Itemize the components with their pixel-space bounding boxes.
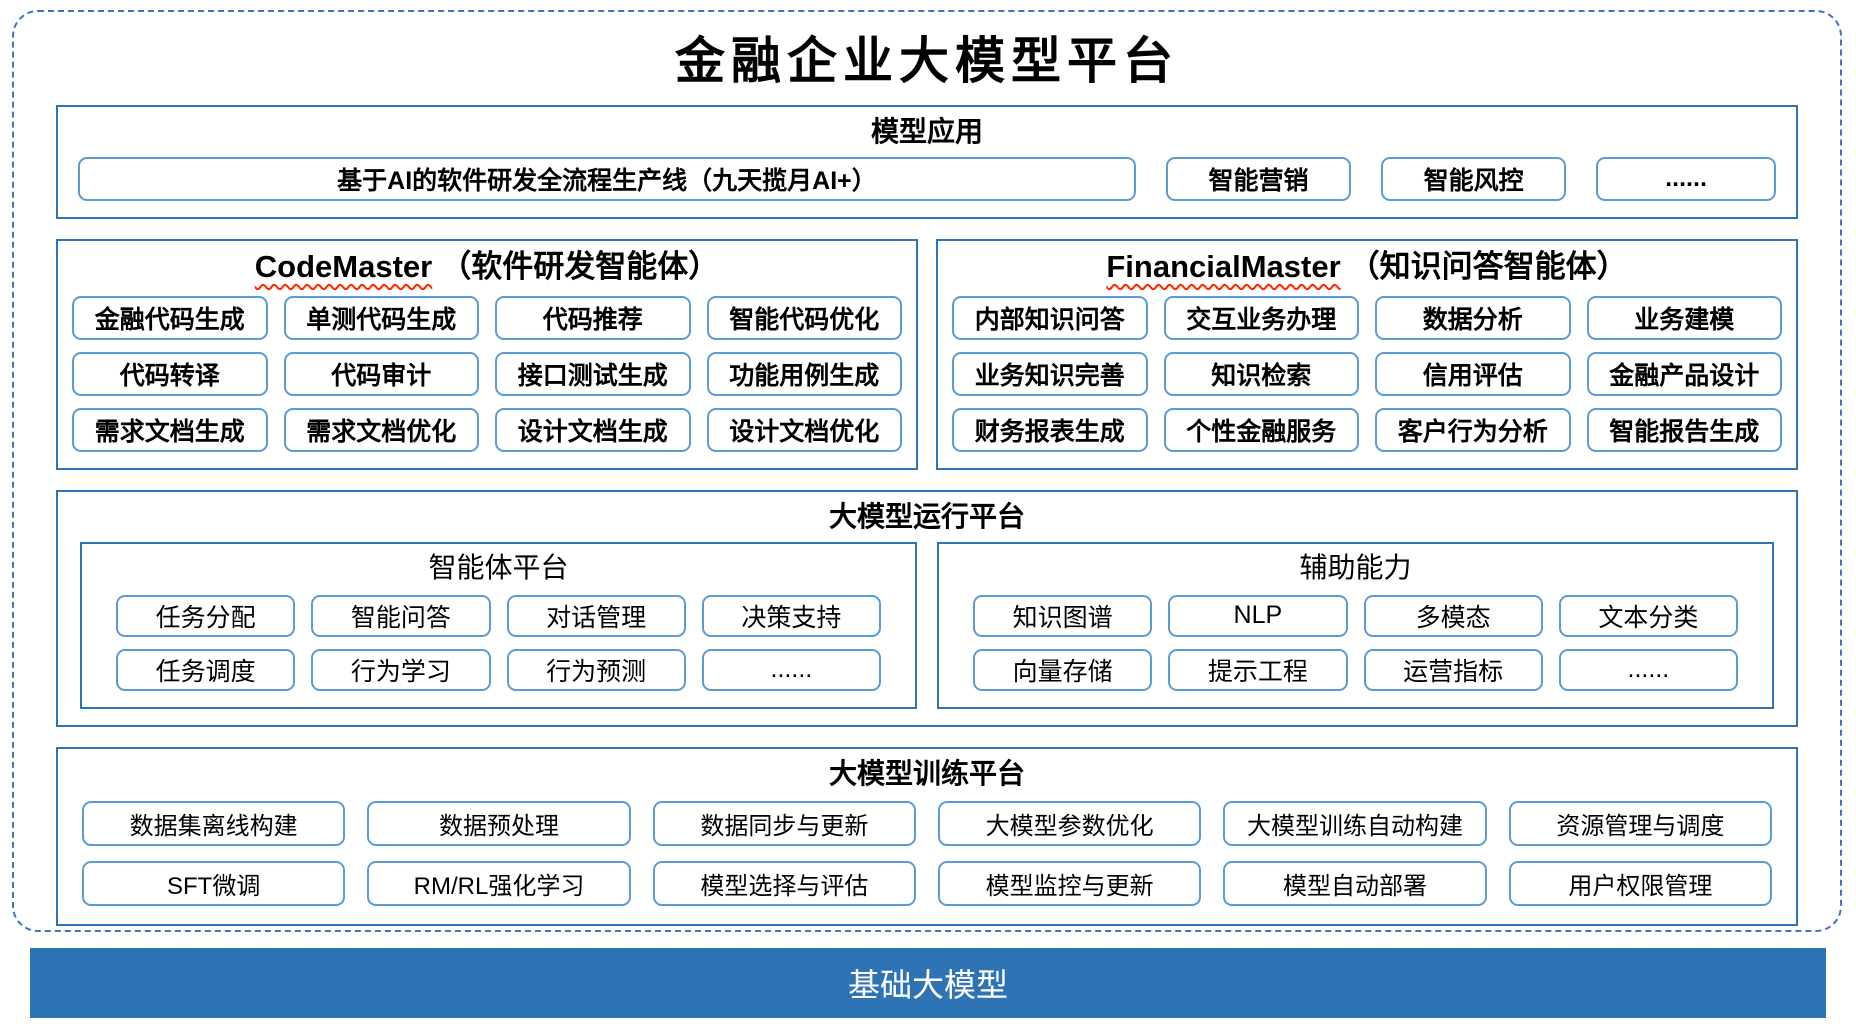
agent-platform-item: ...... bbox=[701, 648, 881, 691]
training-platform-item: 模型监控与更新 bbox=[938, 860, 1202, 906]
codemaster-item: 单测代码生成 bbox=[283, 295, 479, 340]
codemaster-item: 功能用例生成 bbox=[706, 351, 902, 396]
financialmaster-title: FinancialMaster（知识问答智能体） bbox=[952, 247, 1782, 287]
codemaster-item: 需求文档优化 bbox=[283, 407, 479, 452]
auxiliary-capability-item: 文本分类 bbox=[1558, 594, 1738, 637]
codemaster-subtitle: （软件研发智能体） bbox=[440, 248, 720, 284]
section-runtime-platform: 大模型运行平台 智能体平台 任务分配智能问答对话管理决策支持任务调度行为学习行为… bbox=[56, 489, 1798, 727]
section-training-platform: 大模型训练平台 数据集离线构建数据预处理数据同步与更新大模型参数优化大模型训练自… bbox=[56, 746, 1798, 926]
application-item: 智能营销 bbox=[1165, 156, 1352, 201]
codemaster-item: 代码推荐 bbox=[495, 295, 691, 340]
codemaster-item: 设计文档生成 bbox=[495, 407, 691, 452]
training-platform-item: 模型自动部署 bbox=[1223, 860, 1487, 906]
codemaster-item: 代码审计 bbox=[283, 351, 479, 396]
financialmaster-item: 业务知识完善 bbox=[952, 351, 1148, 396]
codemaster-items: 金融代码生成单测代码生成代码推荐智能代码优化代码转译代码审计接口测试生成功能用例… bbox=[72, 295, 902, 452]
training-platform-item: 大模型训练自动构建 bbox=[1223, 800, 1487, 846]
auxiliary-capability-item: NLP bbox=[1168, 594, 1348, 637]
training-platform-item: 数据集离线构建 bbox=[82, 800, 346, 846]
section-financialmaster: FinancialMaster（知识问答智能体） 内部知识问答交互业务办理数据分… bbox=[936, 238, 1798, 470]
model-applications-items: 基于AI的软件研发全流程生产线（九天揽月AI+） 智能营销智能风控...... bbox=[78, 156, 1776, 201]
financialmaster-name: FinancialMaster bbox=[1106, 248, 1341, 284]
auxiliary-capability-item: 知识图谱 bbox=[973, 594, 1153, 637]
auxiliary-capability-item: 运营指标 bbox=[1363, 648, 1543, 691]
auxiliary-capability-item: ...... bbox=[1558, 648, 1738, 691]
training-platform-item: 数据预处理 bbox=[367, 800, 631, 846]
financialmaster-items: 内部知识问答交互业务办理数据分析业务建模业务知识完善知识检索信用评估金融产品设计… bbox=[952, 295, 1782, 452]
codemaster-item: 设计文档优化 bbox=[706, 407, 902, 452]
training-platform-item: SFT微调 bbox=[82, 860, 346, 906]
agent-platform-item: 行为学习 bbox=[311, 648, 491, 691]
training-platform-item: 资源管理与调度 bbox=[1508, 800, 1772, 846]
agent-platform-item: 对话管理 bbox=[506, 594, 686, 637]
agent-platform-title: 智能体平台 bbox=[428, 551, 569, 583]
financialmaster-item: 信用评估 bbox=[1375, 351, 1571, 396]
section-codemaster: CodeMaster（软件研发智能体） 金融代码生成单测代码生成代码推荐智能代码… bbox=[56, 238, 918, 470]
financialmaster-item: 金融产品设计 bbox=[1586, 351, 1782, 396]
foundation-model-label: 基础大模型 bbox=[847, 967, 1008, 1003]
agents-row: CodeMaster（软件研发智能体） 金融代码生成单测代码生成代码推荐智能代码… bbox=[56, 238, 1798, 470]
financialmaster-item: 内部知识问答 bbox=[952, 295, 1148, 340]
financialmaster-item: 个性金融服务 bbox=[1163, 407, 1359, 452]
codemaster-item: 智能代码优化 bbox=[706, 295, 902, 340]
agent-platform-item: 智能问答 bbox=[311, 594, 491, 637]
training-platform-item: 大模型参数优化 bbox=[938, 800, 1202, 846]
auxiliary-capability-item: 提示工程 bbox=[1168, 648, 1348, 691]
agent-platform-item: 任务调度 bbox=[116, 648, 296, 691]
platform-outer-frame: 金融企业大模型平台 模型应用 基于AI的软件研发全流程生产线（九天揽月AI+） 智… bbox=[12, 10, 1842, 932]
financialmaster-item: 业务建模 bbox=[1586, 295, 1782, 340]
financialmaster-item: 交互业务办理 bbox=[1163, 295, 1359, 340]
training-platform-items: 数据集离线构建数据预处理数据同步与更新大模型参数优化大模型训练自动构建资源管理与… bbox=[82, 800, 1772, 906]
agent-platform-box: 智能体平台 任务分配智能问答对话管理决策支持任务调度行为学习行为预测...... bbox=[80, 541, 917, 709]
financialmaster-item: 数据分析 bbox=[1375, 295, 1571, 340]
codemaster-item: 接口测试生成 bbox=[495, 351, 691, 396]
application-item: 基于AI的软件研发全流程生产线（九天揽月AI+） bbox=[78, 156, 1136, 201]
training-platform-item: 用户权限管理 bbox=[1508, 860, 1772, 906]
auxiliary-capability-box: 辅助能力 知识图谱 NLP 多模态文本分类向量存储提示工程运营指标...... bbox=[937, 541, 1774, 709]
financialmaster-item: 知识检索 bbox=[1163, 351, 1359, 396]
financialmaster-item: 智能报告生成 bbox=[1586, 407, 1782, 452]
runtime-platform-title: 大模型运行平台 bbox=[828, 500, 1025, 532]
financialmaster-item: 客户行为分析 bbox=[1375, 407, 1571, 452]
section-model-applications: 模型应用 基于AI的软件研发全流程生产线（九天揽月AI+） 智能营销智能风控...… bbox=[56, 104, 1798, 219]
agent-platform-item: 任务分配 bbox=[116, 594, 296, 637]
financialmaster-subtitle: （知识问答智能体） bbox=[1348, 248, 1628, 284]
codemaster-name: CodeMaster bbox=[254, 248, 433, 284]
model-applications-title: 模型应用 bbox=[870, 115, 983, 147]
auxiliary-capability-item: 向量存储 bbox=[973, 648, 1153, 691]
auxiliary-capability-title: 辅助能力 bbox=[1299, 551, 1412, 583]
page-title: 金融企业大模型平台 bbox=[675, 31, 1179, 90]
application-item: ...... bbox=[1596, 156, 1776, 201]
agent-platform-item: 决策支持 bbox=[701, 594, 881, 637]
codemaster-item: 金融代码生成 bbox=[72, 295, 268, 340]
training-platform-item: 数据同步与更新 bbox=[652, 800, 916, 846]
financialmaster-item: 财务报表生成 bbox=[952, 407, 1148, 452]
runtime-row: 智能体平台 任务分配智能问答对话管理决策支持任务调度行为学习行为预测......… bbox=[80, 541, 1774, 709]
training-platform-title: 大模型训练平台 bbox=[828, 757, 1025, 789]
codemaster-item: 代码转译 bbox=[72, 351, 268, 396]
agent-platform-items: 任务分配智能问答对话管理决策支持任务调度行为学习行为预测...... bbox=[116, 594, 881, 691]
codemaster-title: CodeMaster（软件研发智能体） bbox=[72, 247, 902, 287]
training-platform-item: RM/RL强化学习 bbox=[367, 860, 631, 906]
application-item: 智能风控 bbox=[1381, 156, 1567, 201]
foundation-model-bar: 基础大模型 bbox=[30, 948, 1826, 1018]
codemaster-item: 需求文档生成 bbox=[72, 407, 268, 452]
agent-platform-item: 行为预测 bbox=[506, 648, 686, 691]
auxiliary-capability-item: 多模态 bbox=[1363, 594, 1543, 637]
auxiliary-capability-items: 知识图谱 NLP 多模态文本分类向量存储提示工程运营指标...... bbox=[973, 594, 1738, 691]
training-platform-item: 模型选择与评估 bbox=[652, 860, 916, 906]
